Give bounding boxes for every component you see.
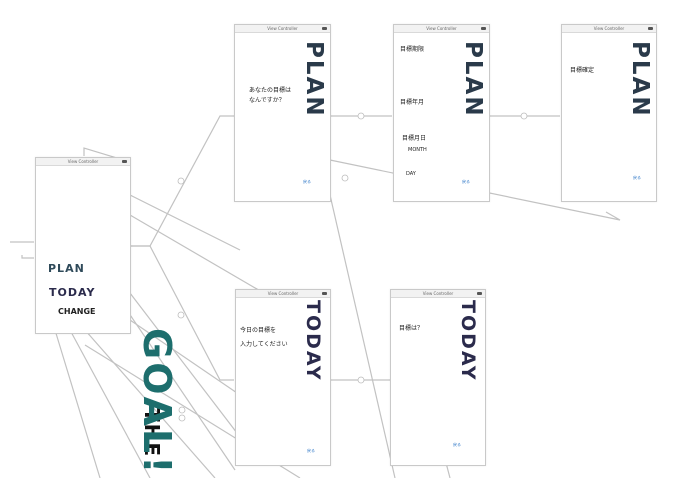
main-scene[interactable]: View Controller THE GOAL! PLAN TODAY CHA… (35, 157, 179, 476)
today-title: TODAY (457, 300, 479, 382)
scene-dock-icon (322, 27, 327, 30)
month-day-label: 目標月日 (402, 135, 427, 142)
year-month-label: 目標年月 (400, 99, 425, 106)
scene-dock-icon (648, 27, 653, 30)
goal-question-line2: なんですか？ (249, 97, 285, 104)
plan-title: PLAN (460, 41, 486, 118)
back-link[interactable]: 戻る (453, 442, 461, 447)
back-link[interactable]: 戻る (462, 179, 470, 184)
scene-title-bar: View Controller (36, 158, 130, 166)
day-picker[interactable]: DAY (406, 171, 416, 177)
scene-title-bar: View Controller (236, 290, 330, 298)
today-goal-scene[interactable]: View Controller TODAY 目標は？ 戻る (390, 289, 486, 466)
scene-dock-icon (481, 27, 486, 30)
plan-title: PLAN (301, 41, 327, 118)
today-prompt-line2: 入力してください (240, 341, 288, 348)
today-prompt-line1: 今日の目標を (240, 327, 277, 334)
today-button[interactable]: TODAY (49, 286, 96, 299)
back-link[interactable]: 戻る (303, 179, 311, 184)
goal-question-line1: あなたの目標は (249, 87, 292, 94)
plan-deadline-scene[interactable]: View Controller PLAN 目標期限 目標年月 目標月日 MONT… (393, 24, 490, 202)
scene-title-bar: View Controller (235, 25, 330, 33)
scene-title-bar: View Controller (394, 25, 489, 33)
month-picker[interactable]: MONTH (408, 147, 427, 153)
scene-title-bar: View Controller (562, 25, 656, 33)
goal-title: GOAL! (135, 328, 179, 477)
scene-dock-icon (122, 160, 127, 163)
today-title: TODAY (302, 300, 324, 382)
plan-title: PLAN (627, 41, 653, 118)
back-link[interactable]: 戻る (307, 448, 315, 453)
today-input-scene[interactable]: View Controller TODAY 今日の目標を 入力してください 戻る (235, 289, 331, 466)
scene-dock-icon (322, 292, 327, 295)
confirm-label: 目標確定 (570, 67, 595, 74)
plan-button[interactable]: PLAN (48, 262, 85, 275)
deadline-label: 目標期限 (400, 46, 425, 53)
scene-title-bar: View Controller (391, 290, 485, 298)
goal-label: 目標は？ (399, 325, 424, 332)
plan-confirm-scene[interactable]: View Controller PLAN 目標確定 戻る (561, 24, 657, 202)
back-link[interactable]: 戻る (633, 175, 641, 180)
scene-dock-icon (477, 292, 482, 295)
change-button[interactable]: CHANGE (58, 307, 96, 316)
plan-goal-scene[interactable]: View Controller PLAN あなたの目標は なんですか？ 戻る (234, 24, 331, 202)
